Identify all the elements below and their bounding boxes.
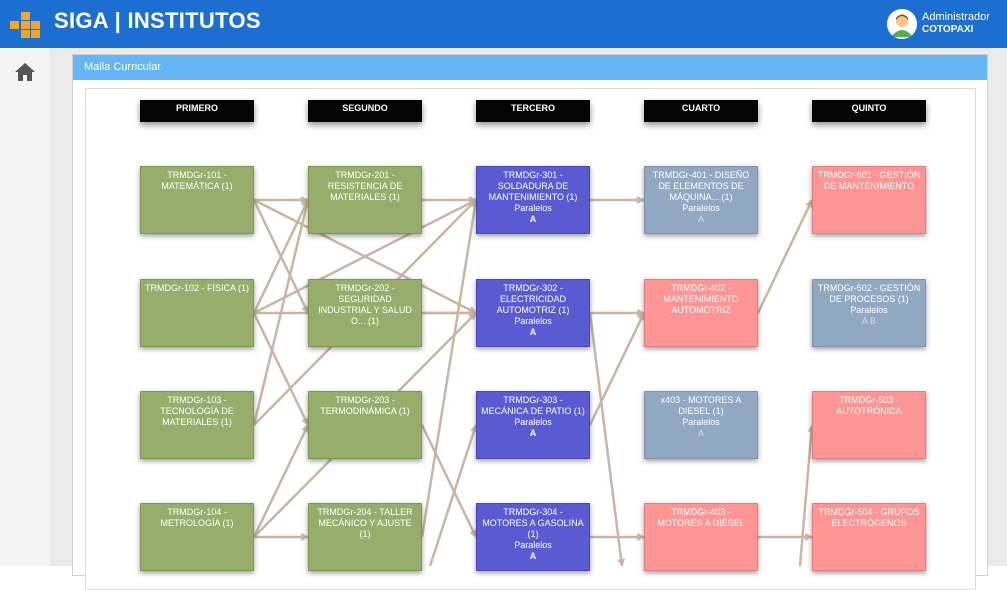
course-label: TRMDGr-203 - TERMODINÁMICA (1) <box>320 395 410 416</box>
user-avatar-icon[interactable] <box>887 9 917 39</box>
course-card[interactable]: TRMDGr-301 - SOLDADURA DE MANTENIMIENTO … <box>476 166 590 234</box>
course-card[interactable]: TRMDGr-502 - GESTIÓN DE PROCESOS (1) Par… <box>812 279 926 347</box>
app-title[interactable]: SIGA | INSTITUTOS <box>54 8 261 33</box>
semester-header-cuarto: CUARTO <box>644 100 758 122</box>
panel-header: Malla Curricular <box>73 55 987 80</box>
paralelos-label: Paralelos <box>850 305 888 315</box>
user-name[interactable]: Administrador <box>922 11 990 23</box>
course-card[interactable]: TRMDGr-103 - TECNOLOGÍA DE MATERIALES (1… <box>140 391 254 459</box>
course-card[interactable]: TRMDGr-403 - MOTORES A DIÉSEL <box>644 503 758 571</box>
app-logo-icon[interactable] <box>10 9 40 39</box>
paralelos-label: Paralelos <box>682 203 720 213</box>
paralelos-label: Paralelos <box>514 316 552 326</box>
course-label: TRMDGr-503 - AUTOTRÓNICA <box>836 395 902 416</box>
course-card[interactable]: TRMDGr-204 - TALLER MECÁNICO Y AJUSTE (1… <box>308 503 422 571</box>
section-list[interactable]: A B <box>861 316 876 326</box>
course-card[interactable]: TRMDGr-201 - RESISTENCIA DE MATERIALES (… <box>308 166 422 234</box>
course-card[interactable]: x403 - MOTORES A DIESEL (1) Paralelos A <box>644 391 758 459</box>
course-label: TRMDGr-303 - MECÁNICA DE PATIO (1) <box>481 395 585 416</box>
course-label: TRMDGr-204 - TALLER MECÁNICO Y AJUSTE (1… <box>317 507 413 539</box>
course-card[interactable]: TRMDGr-102 - FÍSICA (1) <box>140 279 254 347</box>
course-card[interactable]: TRMDGr-501 - GESTIÓN DE MANTENIMIENTO <box>812 166 926 234</box>
semester-header-primero: PRIMERO <box>140 100 254 122</box>
semester-header-tercero: TERCERO <box>476 100 590 122</box>
course-label: TRMDGr-102 - FÍSICA (1) <box>145 283 250 293</box>
course-card[interactable]: TRMDGr-302 - ELECTRICIDAD AUTOMOTRIZ (1)… <box>476 279 590 347</box>
course-label: x403 - MOTORES A DIESEL (1) <box>660 395 742 416</box>
course-card[interactable]: TRMDGr-402 - MANTENIMIENTO AUTOMOTRIZ <box>644 279 758 347</box>
section-list[interactable]: A <box>529 327 537 337</box>
course-label: TRMDGr-403 - MOTORES A DIÉSEL <box>657 507 745 528</box>
course-card[interactable]: TRMDGr-401 - DISEÑO DE ELEMENTOS DE MÁQU… <box>644 166 758 234</box>
section-list[interactable]: A <box>529 214 537 224</box>
paralelos-label: Paralelos <box>514 417 552 427</box>
course-label: TRMDGr-401 - DISEÑO DE ELEMENTOS DE MÁQU… <box>652 170 750 202</box>
course-card[interactable]: TRMDGr-304 - MOTORES A GASOLINA (1) Para… <box>476 503 590 571</box>
course-label: TRMDGr-202 - SEGURIDAD INDUSTRIAL Y SALU… <box>318 283 412 326</box>
course-card[interactable]: TRMDGr-504 - GRUPOS ELECTRÓGENOS <box>812 503 926 571</box>
home-icon[interactable] <box>14 62 36 82</box>
course-card[interactable]: TRMDGr-202 - SEGURIDAD INDUSTRIAL Y SALU… <box>308 279 422 347</box>
course-card[interactable]: TRMDGr-104 - METROLOGÍA (1) <box>140 503 254 571</box>
course-label: TRMDGr-103 - TECNOLOGÍA DE MATERIALES (1… <box>160 395 234 427</box>
course-card[interactable]: TRMDGr-101 - MATEMÁTICA (1) <box>140 166 254 234</box>
course-label: TRMDGr-302 - ELECTRICIDAD AUTOMOTRIZ (1) <box>496 283 570 315</box>
course-label: TRMDGr-301 - SOLDADURA DE MANTENIMIENTO … <box>488 170 578 202</box>
section-list[interactable]: A <box>697 428 704 438</box>
course-label: TRMDGr-504 - GRUPOS ELECTRÓGENOS <box>818 507 920 528</box>
section-list[interactable]: A <box>529 551 537 561</box>
paralelos-label: Paralelos <box>514 540 552 550</box>
course-label: TRMDGr-502 - GESTIÓN DE PROCESOS (1) <box>817 283 921 304</box>
course-label: TRMDGr-402 - MANTENIMIENTO AUTOMOTRIZ <box>663 283 739 315</box>
course-label: TRMDGr-501 - GESTIÓN DE MANTENIMIENTO <box>817 170 921 191</box>
semester-header-quinto: QUINTO <box>812 100 926 122</box>
course-label: TRMDGr-201 - RESISTENCIA DE MATERIALES (… <box>327 170 403 202</box>
paralelos-label: Paralelos <box>514 203 552 213</box>
course-card[interactable]: TRMDGr-303 - MECÁNICA DE PATIO (1) Paral… <box>476 391 590 459</box>
sidebar <box>0 48 51 566</box>
course-card[interactable]: TRMDGr-503 - AUTOTRÓNICA <box>812 391 926 459</box>
paralelos-label: Paralelos <box>682 417 720 427</box>
section-list[interactable]: A <box>697 214 704 224</box>
panel-title: Malla Curricular <box>84 61 162 73</box>
course-label: TRMDGr-101 - MATEMÁTICA (1) <box>161 170 233 191</box>
course-label: TRMDGr-104 - METROLOGÍA (1) <box>160 507 234 528</box>
course-label: TRMDGr-304 - MOTORES A GASOLINA (1) <box>482 507 584 539</box>
semester-header-segundo: SEGUNDO <box>308 100 422 122</box>
course-card[interactable]: TRMDGr-203 - TERMODINÁMICA (1) <box>308 391 422 459</box>
user-organization: COTOPAXI <box>922 24 974 35</box>
section-list[interactable]: A <box>529 428 537 438</box>
top-bar: SIGA | INSTITUTOS Administrador COTOPAXI <box>0 0 1007 48</box>
